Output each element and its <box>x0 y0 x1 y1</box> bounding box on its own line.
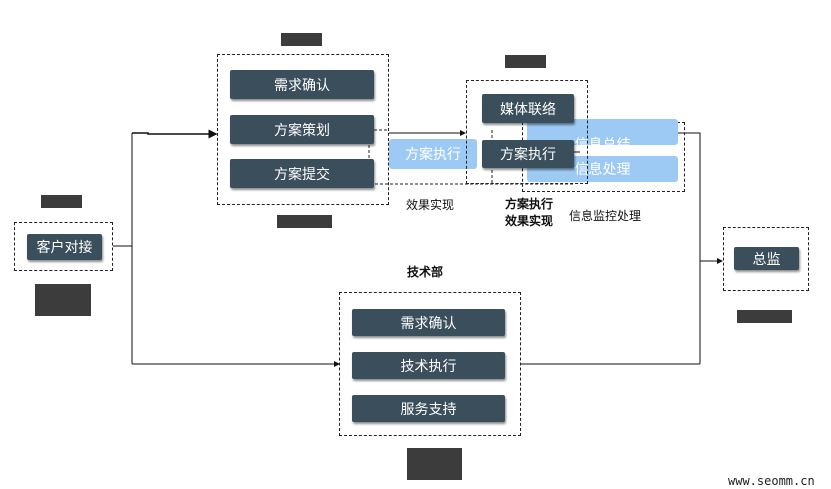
planning-node-strategy[interactable]: 方案策划 <box>230 115 374 144</box>
label-tag-media-top <box>505 55 546 68</box>
caption-info-monitoring: 信息监控处理 <box>569 209 642 223</box>
director-group <box>723 227 809 291</box>
dashed-overlay-box <box>368 129 574 185</box>
tech-node-label: 服务支持 <box>400 401 457 418</box>
plan-exec-node[interactable]: 方案执行 <box>482 140 574 168</box>
line-top-right <box>674 132 701 364</box>
info-processing-node[interactable]: 信息处理 <box>527 156 678 182</box>
caption-effect-realization-bold: 效果实现 <box>505 214 554 228</box>
planning-node-label: 需求确认 <box>274 77 330 94</box>
planning-group <box>217 54 389 205</box>
tech-node-requirement[interactable]: 需求确认 <box>352 309 505 336</box>
plan-exec-ghost-label: 方案执行 <box>405 147 461 163</box>
arrow-to-planning <box>132 129 218 139</box>
tech-node-label: 技术执行 <box>400 358 457 375</box>
client-contact-label: 客户对接 <box>36 240 93 256</box>
tech-group <box>339 292 521 436</box>
tech-node-support[interactable]: 服务支持 <box>352 395 505 422</box>
planning-node-requirement[interactable]: 需求确认 <box>230 70 374 99</box>
watermark-text: www.seomm.cn <box>728 474 815 488</box>
tech-node-label: 需求确认 <box>400 315 457 332</box>
caption-plan-exec-bold: 方案执行 <box>505 197 554 211</box>
planning-node-submit[interactable]: 方案提交 <box>230 159 374 188</box>
plan-exec-label: 方案执行 <box>500 147 556 163</box>
client-contact-node[interactable]: 客户对接 <box>27 234 102 260</box>
client-group <box>14 222 113 271</box>
label-tag-planning-bottom <box>277 215 332 228</box>
label-tag-planning-top <box>281 33 322 46</box>
caption-effect-realization: 效果实现 <box>406 198 455 212</box>
media-contact-label: 媒体联络 <box>500 101 556 118</box>
tech-node-execution[interactable]: 技术执行 <box>352 352 505 379</box>
plan-exec-ghost-node[interactable]: 方案执行 <box>389 139 477 169</box>
info-processing-label: 信息处理 <box>574 162 631 178</box>
label-tag-client-top <box>41 195 82 208</box>
label-tag-client-bottom <box>35 284 91 316</box>
director-label: 总监 <box>752 251 781 268</box>
label-tag-tech-bottom <box>407 448 462 480</box>
planning-node-label: 方案提交 <box>274 166 330 183</box>
director-node[interactable]: 总监 <box>734 247 799 270</box>
planning-node-label: 方案策划 <box>274 122 330 139</box>
info-summary-label: 信息总结 <box>574 137 631 145</box>
media-group <box>466 80 588 184</box>
caption-tech-dept: 技术部 <box>407 265 444 279</box>
media-contact-node[interactable]: 媒体联络 <box>482 94 574 123</box>
label-tag-director-bottom <box>737 310 792 323</box>
